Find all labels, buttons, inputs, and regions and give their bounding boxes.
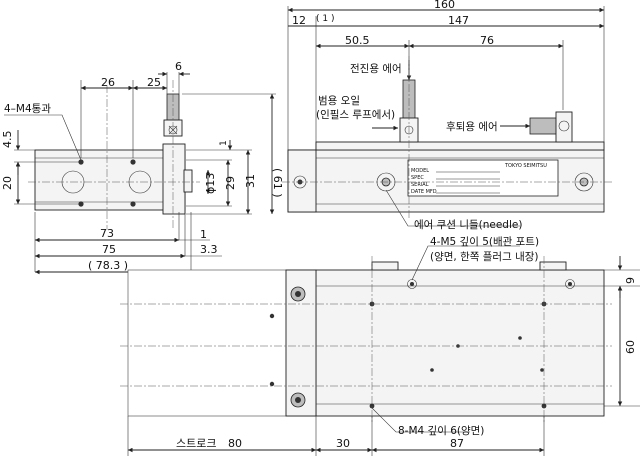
- label-general-oil-1: 범용 오일: [318, 94, 360, 107]
- label-general-oil-2: (인필스 루프에서): [316, 109, 395, 121]
- dim-50-5: 50.5: [345, 34, 370, 47]
- nameplate-model: MODEL: [411, 168, 429, 174]
- label-m5-port-2: (양면, 한쪽 플러그 내장): [430, 251, 538, 263]
- dim-26: 26: [101, 76, 115, 89]
- dim-60: 60: [624, 340, 637, 354]
- dim-6: 6: [175, 60, 182, 73]
- end-view: 26 25 6 4–M4통과 4.5 20 ϕ13 29 31 ( 61 ): [1, 60, 284, 275]
- end-view-body: [34, 149, 186, 211]
- dim-phi13: ϕ13: [204, 173, 217, 194]
- dim-paren-1: ( 1 ): [316, 14, 334, 24]
- m5-port: [565, 279, 575, 289]
- label-cushion-needle: 에어 쿠션 니들(needle): [414, 219, 522, 231]
- label-m4-through: 4–M4통과: [4, 103, 51, 115]
- nameplate-spec: SPEC: [411, 175, 424, 181]
- stroke-label: 스트로크: [176, 437, 216, 450]
- dim-30: 30: [336, 437, 350, 450]
- top-view: 4-M5 깊이 5(배관 포트) (양면, 한쪽 플러그 내장) 8-M4 깊이…: [120, 236, 640, 456]
- dim-25: 25: [147, 76, 161, 89]
- side-view: 160 12 ( 1 ) 147 50.5 76 TOKYO SEIMITSU …: [282, 0, 612, 231]
- dim-31: 31: [244, 174, 257, 188]
- top-view-body: [315, 269, 605, 417]
- label-advance-air: 전진용 에어: [350, 63, 402, 75]
- dim-9: 9: [624, 277, 637, 284]
- dim-76: 76: [480, 34, 494, 47]
- dim-stroke-80: 80: [228, 437, 242, 450]
- dim-75: 75: [102, 243, 116, 256]
- label-m5-port-1: 4-M5 깊이 5(배관 포트): [430, 236, 539, 248]
- nameplate-serial: SERIAL: [411, 182, 429, 188]
- nameplate-brand: TOKYO SEIMITSU: [504, 163, 547, 169]
- dim-147: 147: [448, 14, 469, 27]
- m4-hole: [130, 201, 136, 207]
- dim-29: 29: [224, 176, 237, 190]
- dim-73: 73: [100, 227, 114, 240]
- stroke-extent: [127, 269, 317, 417]
- dim-4-5: 4.5: [1, 131, 14, 149]
- dim-1-right: 1: [219, 140, 229, 146]
- dim-78-3: ( 78.3 ): [88, 259, 128, 272]
- m4-hole: [130, 159, 136, 165]
- dim-12: 12: [292, 14, 306, 27]
- nameplate-date: DATE MFD: [411, 189, 437, 195]
- nameplate: [407, 159, 559, 197]
- dim-61: ( 61 ): [271, 168, 284, 198]
- dim-160: 160: [434, 0, 455, 11]
- dim-20: 20: [1, 176, 14, 190]
- label-retract-air: 후퇴용 에어: [446, 121, 498, 133]
- dim-3-3: 3.3: [200, 243, 218, 256]
- dim-1-bottom: 1: [200, 228, 207, 241]
- label-m4-depth: 8-M4 깊이 6(양면): [398, 425, 484, 437]
- dim-87: 87: [450, 437, 464, 450]
